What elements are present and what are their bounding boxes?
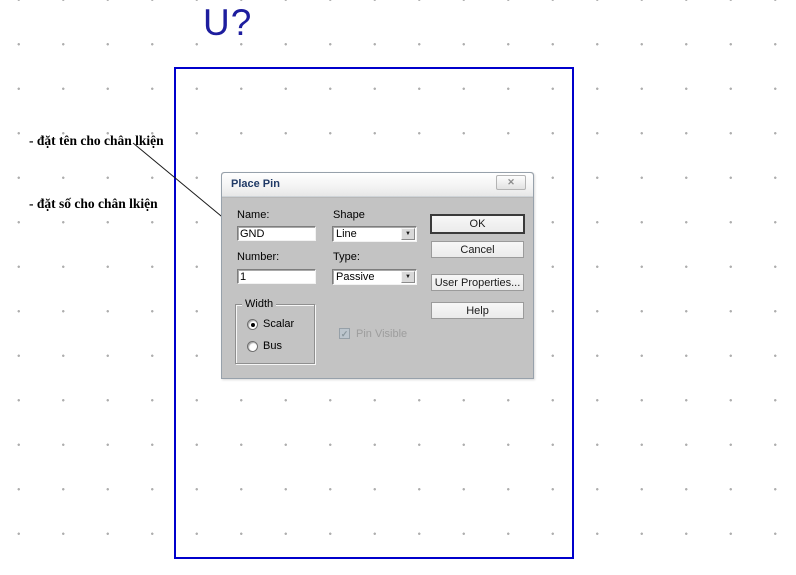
close-icon: ✕: [507, 177, 515, 187]
radio-button-icon[interactable]: [247, 319, 258, 330]
width-groupbox-label: Width: [242, 298, 277, 310]
chevron-down-icon[interactable]: ▼: [401, 271, 415, 283]
type-dropdown[interactable]: Passive ▼: [332, 269, 417, 285]
component-reference-text: U?: [203, 2, 253, 43]
close-button[interactable]: ✕: [496, 175, 526, 190]
type-label: Type:: [333, 251, 360, 263]
name-label: Name:: [237, 209, 270, 221]
ok-button[interactable]: OK: [431, 215, 524, 233]
shape-dropdown[interactable]: Line ▼: [332, 226, 417, 242]
annotation-pin-number: - đặt số cho chân lkiện: [29, 196, 158, 211]
type-dropdown-value: Passive: [336, 271, 375, 283]
shape-dropdown-value: Line: [336, 228, 357, 240]
schematic-page-border: [174, 67, 574, 559]
place-pin-dialog: Place Pin ✕ Name: Shape Line ▼ Number: T…: [221, 172, 534, 379]
user-properties-button[interactable]: User Properties...: [431, 274, 524, 291]
radio-bus-label: Bus: [263, 340, 282, 352]
radio-button-icon[interactable]: [247, 341, 258, 352]
cancel-button[interactable]: Cancel: [431, 241, 524, 258]
annotation-pin-name: - đặt tên cho chân lkiện: [29, 133, 164, 148]
name-input[interactable]: [237, 226, 316, 241]
radio-scalar-label: Scalar: [263, 318, 295, 330]
number-input[interactable]: [237, 269, 316, 284]
width-groupbox: Width Scalar Bus: [235, 298, 315, 364]
checkbox-check-icon: ✓: [339, 328, 350, 339]
shape-label: Shape: [333, 209, 365, 221]
pin-visible-label: Pin Visible: [356, 328, 408, 340]
dialog-body: Name: Shape Line ▼ Number: Type: Passive…: [222, 197, 533, 378]
chevron-down-icon[interactable]: ▼: [401, 228, 415, 240]
number-label: Number:: [237, 251, 280, 263]
dialog-title: Place Pin: [231, 178, 280, 190]
help-button[interactable]: Help: [431, 302, 524, 319]
dialog-titlebar[interactable]: Place Pin ✕: [222, 173, 533, 197]
